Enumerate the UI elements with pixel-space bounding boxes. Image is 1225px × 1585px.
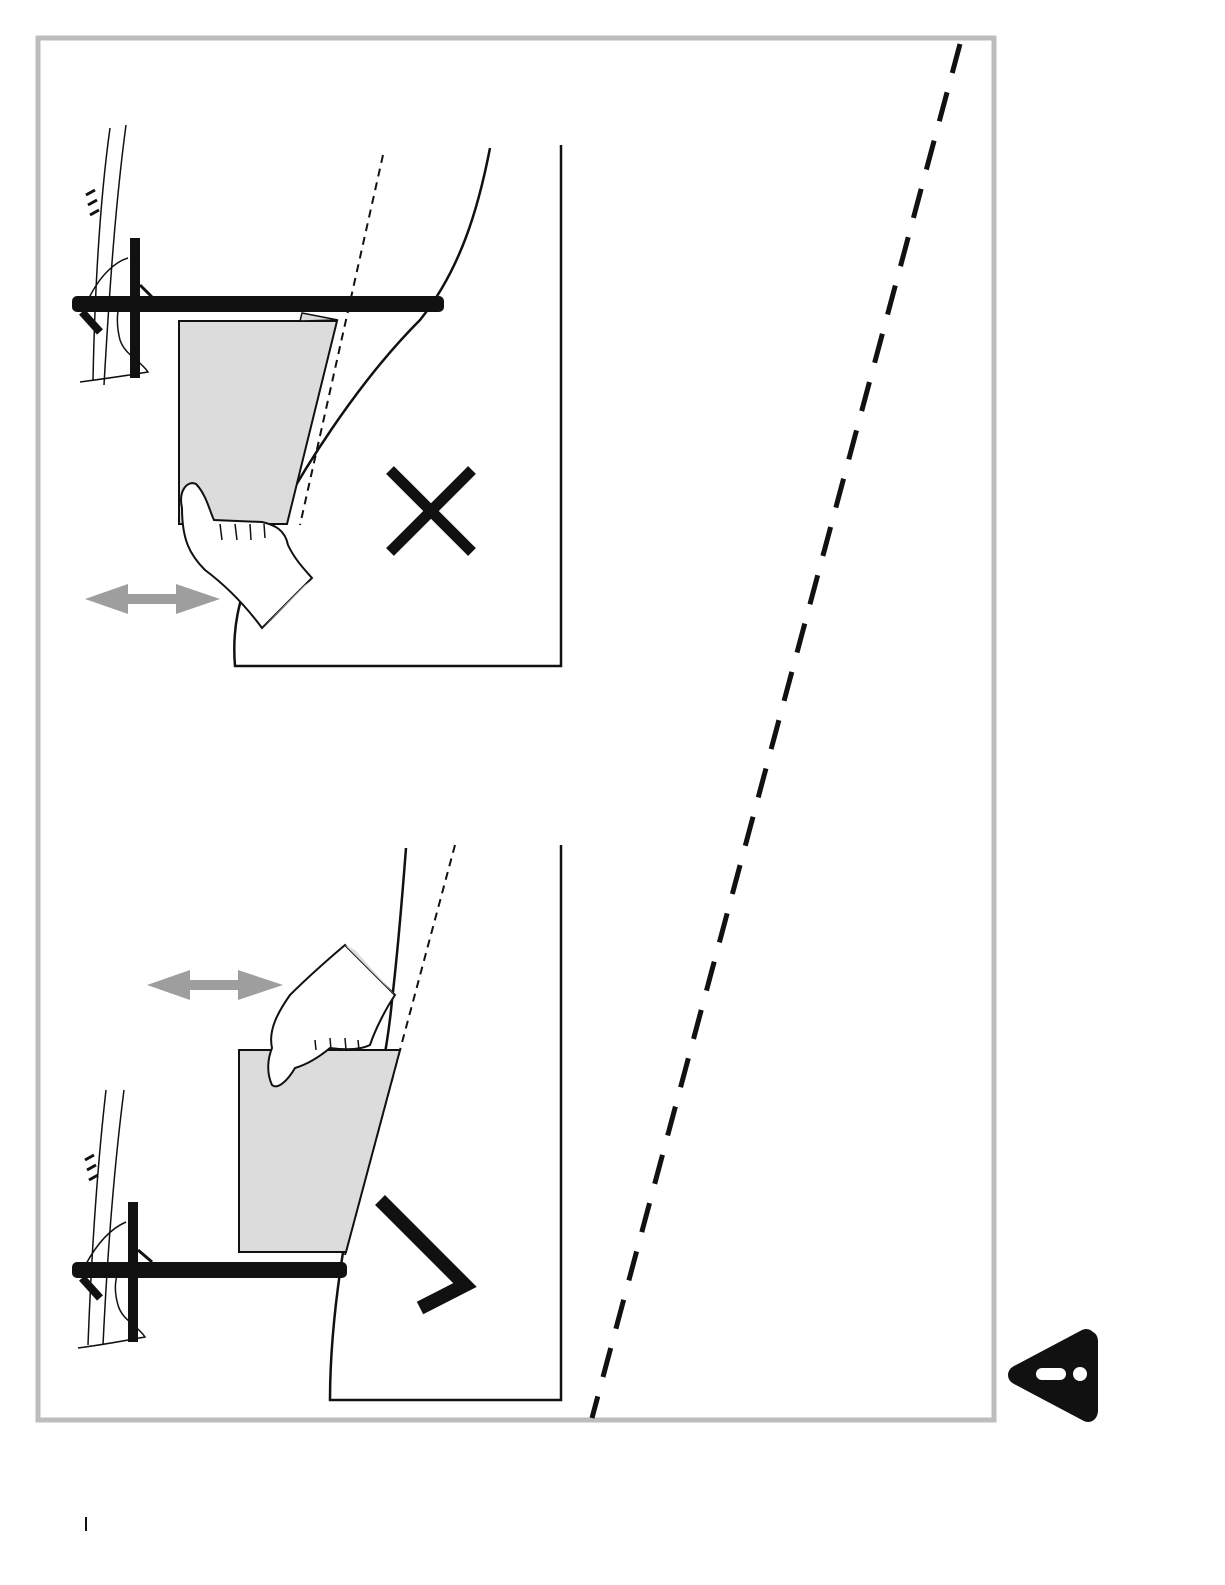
check-mark-icon (380, 1200, 465, 1308)
double-arrow-icon (85, 584, 220, 614)
warning-triangle-icon (1008, 1329, 1098, 1422)
page-frame (38, 38, 994, 1420)
double-arrow-icon (147, 970, 283, 1000)
paper-sheet-icon (239, 1050, 400, 1252)
figure-correct-method (72, 845, 561, 1400)
dashed-cut-line (592, 44, 960, 1418)
paper-corner-top (300, 313, 338, 321)
page-marker (85, 1517, 87, 1531)
figure-incorrect-method (72, 125, 561, 666)
cross-mark-icon (390, 470, 472, 552)
